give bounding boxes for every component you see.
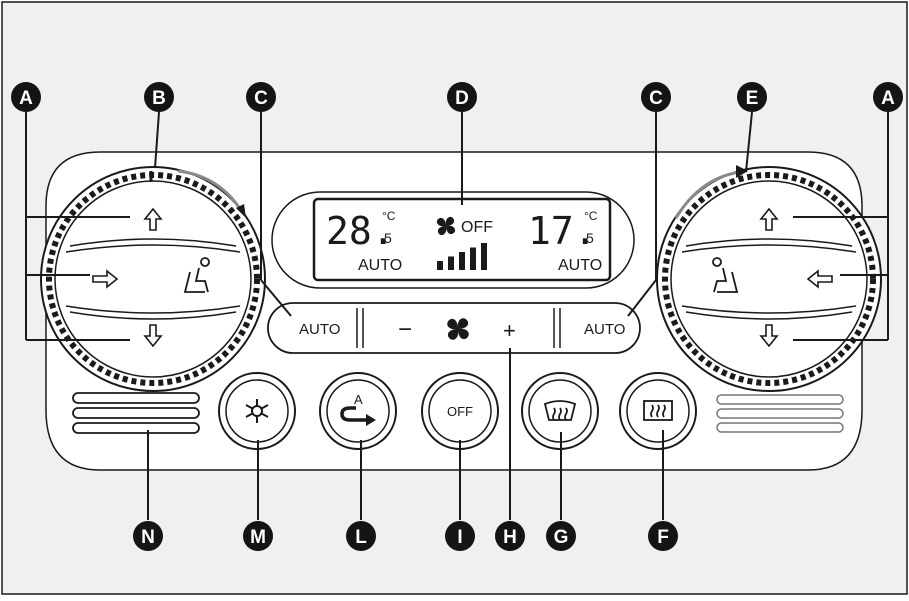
svg-text:D: D: [455, 88, 469, 109]
right-temperature-knob[interactable]: [656, 166, 882, 392]
marker-l: L: [346, 521, 376, 551]
right-temperature-main: 17.: [528, 209, 597, 253]
left-sensor-vent: [72, 392, 200, 434]
fan-status-text: OFF: [461, 219, 493, 236]
right-temperature-unit: °C: [584, 209, 598, 223]
left-temperature-unit: °C: [382, 209, 396, 223]
marker-n: N: [133, 521, 163, 551]
fan-speed-bars: [437, 243, 487, 270]
seat-occupant-icon: [183, 257, 210, 293]
right-knob-face: [670, 180, 868, 378]
svg-text:I: I: [457, 527, 462, 548]
left-mode-label: AUTO: [358, 257, 402, 274]
marker-f: F: [648, 521, 678, 551]
marker-c-left: C: [246, 82, 276, 112]
compressor-button[interactable]: [218, 372, 296, 450]
left-rotation-arrow: [177, 169, 244, 213]
off-button[interactable]: OFF: [421, 372, 499, 450]
off-button-label: OFF: [447, 404, 473, 419]
svg-text:A: A: [19, 88, 33, 109]
svg-text:C: C: [254, 88, 268, 109]
fan-icon: [447, 318, 469, 340]
left-temperature-main: 28.: [326, 209, 395, 253]
left-knob-face: [54, 180, 252, 378]
fan-speed-bar: [448, 256, 454, 270]
svg-text:A: A: [881, 88, 895, 109]
auto-left-label: AUTO: [299, 321, 340, 338]
fan-speed-bar: [481, 243, 487, 270]
marker-a-right: A: [873, 82, 903, 112]
svg-text:B: B: [152, 88, 166, 109]
recirculation-icon: [340, 406, 368, 422]
svg-text:N: N: [141, 527, 155, 548]
left-temperature-knob[interactable]: [40, 166, 266, 392]
marker-i: I: [445, 521, 475, 551]
auto-left-button[interactable]: AUTO: [270, 305, 356, 351]
auto-right-label: AUTO: [584, 321, 625, 338]
windscreen-defrost-button[interactable]: [521, 372, 599, 450]
fan-icon: [436, 216, 456, 236]
fan-speed-bar: [470, 247, 476, 270]
fan-speed-bar: [459, 252, 465, 270]
marker-e: E: [737, 82, 767, 112]
arrow-up-icon: [143, 207, 163, 231]
arrow-down-icon: [143, 324, 163, 348]
svg-text:C: C: [649, 88, 663, 109]
marker-h: H: [495, 521, 525, 551]
svg-text:M: M: [250, 527, 266, 548]
marker-d: D: [447, 82, 477, 112]
marker-m: M: [243, 521, 273, 551]
fan-plus-button[interactable]: +: [503, 318, 516, 343]
marker-a-left: A: [11, 82, 41, 112]
arrow-up-icon: [759, 207, 779, 231]
divider-right: [553, 308, 561, 348]
svg-text:E: E: [746, 88, 759, 109]
left-knob-grip: [46, 172, 260, 386]
callout-lines: [25, 111, 889, 520]
right-temperature-decimal: 5: [586, 230, 594, 246]
right-knob-grip: [662, 172, 876, 386]
arrow-right-icon: [92, 269, 119, 289]
left-temperature-decimal: 5: [384, 230, 392, 246]
snowflake-icon: [245, 399, 269, 423]
svg-text:L: L: [355, 527, 367, 548]
svg-text:H: H: [503, 527, 517, 548]
rear-window-defrost-icon: [643, 400, 673, 421]
rear-window-defrost-button[interactable]: [619, 372, 697, 450]
arrow-left-icon: [806, 269, 833, 289]
right-vent: [716, 394, 844, 433]
right-mode-label: AUTO: [558, 257, 602, 274]
seat-occupant-icon: [712, 257, 739, 293]
right-rotation-arrow: [674, 170, 741, 219]
auto-right-button[interactable]: AUTO: [562, 305, 638, 351]
fan-minus-button[interactable]: −: [398, 316, 412, 343]
svg-text:G: G: [554, 527, 569, 548]
arrow-down-icon: [759, 324, 779, 348]
marker-c-right: C: [641, 82, 671, 112]
marker-g: G: [546, 521, 576, 551]
recirculation-auto-label: A: [354, 392, 363, 407]
svg-text:F: F: [657, 527, 669, 548]
fan-speed-bar: [437, 261, 443, 270]
divider-left: [356, 308, 364, 348]
recirculation-button[interactable]: A: [319, 372, 397, 450]
windscreen-defrost-icon: [543, 400, 577, 421]
marker-b: B: [144, 82, 174, 112]
